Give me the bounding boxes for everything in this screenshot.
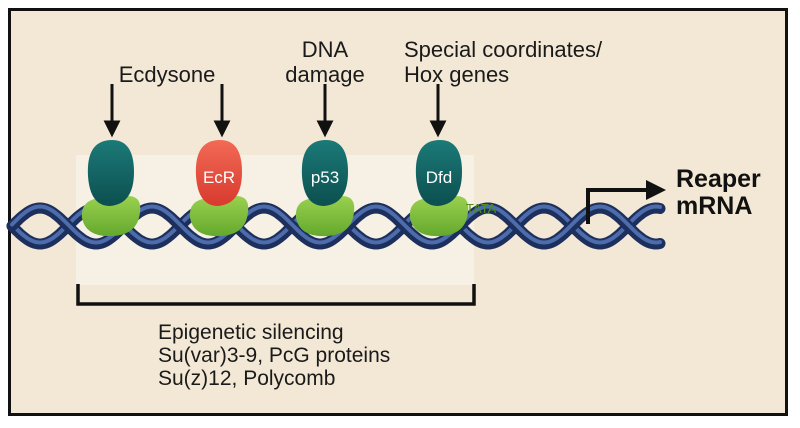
ecdysone-arrowhead-1 xyxy=(103,120,121,138)
special-coordinates-label: Special coordinates/ Hox genes xyxy=(404,37,664,87)
reaper-mrna-label: Reaper mRNA xyxy=(676,166,761,220)
dfd-label: Dfd xyxy=(426,168,452,187)
green-base-4 xyxy=(409,196,469,237)
ecdysone-label: Ecdysone xyxy=(118,62,216,87)
green-base-3 xyxy=(295,196,355,237)
factor-dfd xyxy=(415,140,462,206)
transcription-start-arrow xyxy=(586,188,648,224)
factor-p53 xyxy=(301,140,348,206)
factor-unlabeled xyxy=(87,140,134,206)
ecr-label: EcR xyxy=(203,168,235,187)
hox-arrowhead xyxy=(429,120,447,138)
ecdysone-arrowhead-2 xyxy=(213,120,231,138)
green-base-proteins xyxy=(81,196,469,237)
epigenetic-silencing-label: Epigenetic silencing Su(var)3-9, PcG pro… xyxy=(158,321,390,390)
dna-damage-arrowhead xyxy=(316,120,334,138)
special-line-1: Special coordinates/ xyxy=(404,37,603,62)
p53-label: p53 xyxy=(311,168,339,187)
transcription-factors xyxy=(87,140,462,206)
silencing-bracket xyxy=(76,284,476,306)
dna-damage-line-1: DNA xyxy=(301,37,349,62)
green-base-2 xyxy=(189,196,249,237)
green-base-1 xyxy=(81,196,141,237)
transcription-arrowhead xyxy=(646,180,666,200)
reaper-line-1: Reaper xyxy=(676,165,761,193)
special-line-2: Hox genes xyxy=(404,62,510,87)
silencing-line-1: Epigenetic silencing xyxy=(158,321,344,344)
signal-arrows xyxy=(103,84,447,138)
silencing-line-3: Su(z)12, Polycomb xyxy=(158,367,336,390)
dna-damage-line-2: damage xyxy=(285,62,365,87)
silencing-line-2: Su(var)3-9, PcG proteins xyxy=(158,344,391,367)
tata-label: TATA xyxy=(466,201,497,216)
factor-ecr xyxy=(195,140,242,206)
dna-damage-label: DNA damage xyxy=(270,37,380,87)
reaper-line-2: mRNA xyxy=(676,192,753,220)
